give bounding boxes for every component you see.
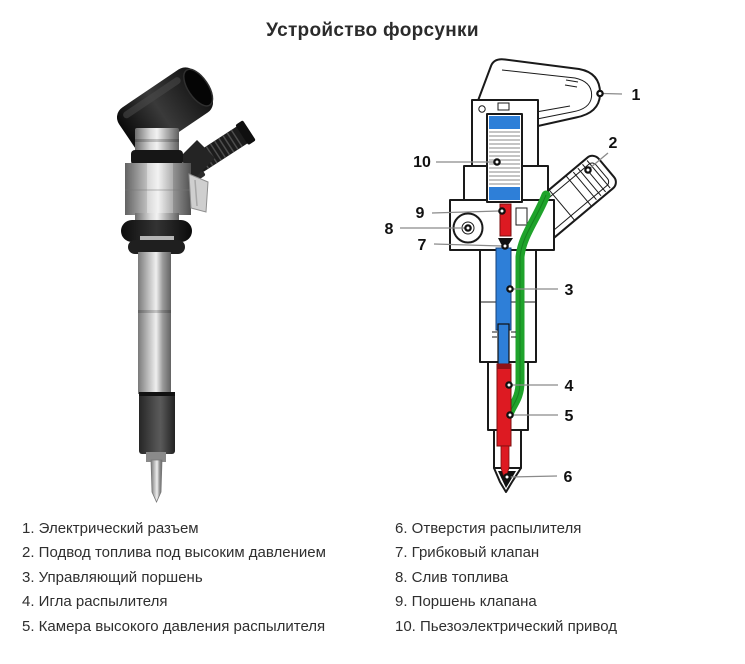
legend-item-9: 9. Поршень клапана [395,593,537,611]
photo-shaft-groove [138,310,171,313]
legend-item-10: 10. Пьезоэлектрический привод [395,617,617,635]
callout-3-label: 3 [565,282,574,299]
photo-black-ring [131,150,183,165]
legend-item-2: 2. Подвод топлива под высоким давлением [22,544,326,562]
spray-needle [496,363,512,447]
callout-2: 2 [584,135,618,174]
photo-nut-sliver [140,236,174,241]
legend-item-8: 8. Слив топлива [395,568,509,586]
photo-collar [135,128,179,152]
legend-item-3: 3. Управляющий поршень [22,568,203,586]
piezo-top-cap [489,116,520,129]
photo-retaining-clip [188,173,209,213]
legend-item-1: 1. Электрический разъем [22,520,199,537]
legend-item-4: 4. Игла распылителя [22,593,168,611]
photo-lower-ring [128,240,185,254]
control-piston-blue [497,323,510,367]
legend-right-column: 6. Отверстия распылителя 7. Грибковый кл… [395,517,725,639]
callout-4: 4 [505,378,574,395]
callout-6-label: 6 [564,469,573,486]
photo-needle-tip [150,459,163,503]
photo-retaining-nut [121,220,192,242]
piezo-actuator [486,113,523,203]
callout-7-label: 7 [418,237,427,254]
photo-nozzle-holder [139,392,175,454]
callout-9: 9 [416,205,506,222]
callout-10-label: 10 [413,154,431,171]
callout-5-label: 5 [565,408,574,425]
callout-1: 1 [596,87,641,104]
injector-photo [116,67,256,503]
injector-schematic: 1 2 10 9 8 7 3 [385,58,641,493]
piezo-bottom-cap [489,187,520,200]
fuel-channel-edge [509,194,547,414]
photo-holder-edge [139,392,175,396]
legend-item-6: 6. Отверстия распылителя [395,520,582,537]
photo-body-facet-right [173,163,191,215]
legend-left-column: 1. Электрический разъем 2. Подвод топлив… [22,517,382,639]
photo-collar-groove [135,139,179,142]
callout-9-label: 9 [416,205,425,222]
callout-4-label: 4 [565,378,574,395]
callout-2-label: 2 [609,135,618,152]
photo-step [135,213,179,222]
callout-10: 10 [413,154,501,171]
callout-3: 3 [506,282,574,299]
photo-shaft [138,252,171,394]
callout-8: 8 [385,221,472,238]
needle-shoulder [497,364,511,369]
page-title: Устройство форсунки [266,20,479,41]
callout-5: 5 [506,408,574,425]
legend-item-7: 7. Грибковый клапан [395,544,540,562]
callout-8-label: 8 [385,221,394,238]
callout-7: 7 [418,237,509,254]
photo-injector-body [125,163,191,215]
photo-body-facet-left [125,163,147,215]
legend-item-5: 5. Камера высокого давления распылителя [22,617,326,635]
photo-needle-seat [146,452,166,462]
callout-1-label: 1 [632,87,641,104]
callout-6: 6 [503,469,573,486]
valve-piston [499,203,512,237]
